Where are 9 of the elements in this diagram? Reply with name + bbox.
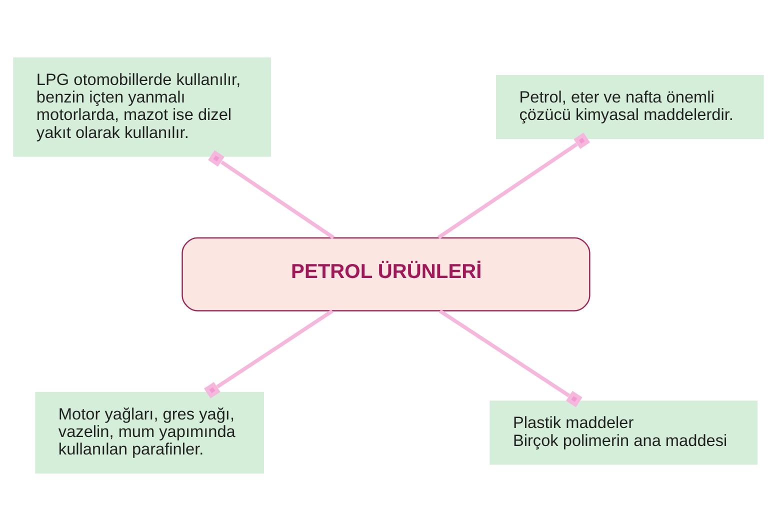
node-box: Motor yağları, gres yağı, vazelin, mum yapımında kullanılan parafinler.: [35, 392, 264, 474]
connector: [438, 309, 582, 408]
node-box: PETROL ÜRÜNLERİ: [182, 237, 590, 312]
node-box: Petrol, eter ve nafta önemli çözücü kimyasal maddelerdir.: [496, 75, 764, 140]
connector: [437, 132, 590, 240]
connector: [204, 309, 334, 398]
node-box: Plastik maddeler Birçok polimerin ana maddesi: [490, 400, 758, 465]
connector: [208, 150, 335, 240]
node-box: LPG otomobillerde kullanılır, benzin içten yanmalı motorlarda, mazot ise dizel yakıt olarak kullanılır.: [13, 57, 271, 157]
